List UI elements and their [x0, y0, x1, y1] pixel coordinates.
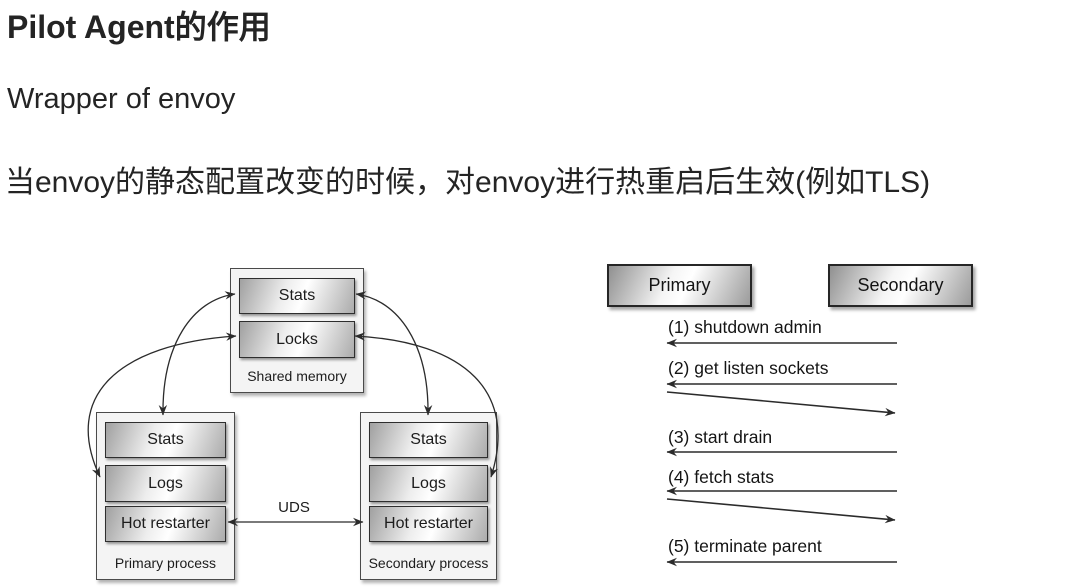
box-label: Hot restarter: [121, 515, 210, 532]
box-label: Logs: [148, 474, 183, 492]
seq-secondary-box: Secondary: [828, 264, 973, 307]
secondary-stats-box: Stats: [369, 422, 488, 458]
secondary-process-box: Stats Logs Hot restarter Secondary proce…: [360, 412, 497, 580]
participant-label: Primary: [648, 275, 711, 295]
seq-primary-box: Primary: [607, 264, 752, 307]
box-label: Hot restarter: [384, 515, 473, 532]
shared-locks-box: Locks: [239, 321, 355, 358]
seq-message-2: (2) get listen sockets: [668, 358, 829, 378]
seq-message-3: (3) start drain: [668, 427, 773, 447]
primary-process-box: Stats Logs Hot restarter Primary process: [96, 412, 235, 580]
subtitle: Wrapper of envoy: [7, 83, 236, 115]
primary-hot-restarter-box: Hot restarter: [105, 506, 226, 542]
shared-stats-box: Stats: [239, 278, 355, 314]
page-title: Pilot Agent的作用: [7, 9, 271, 45]
primary-stats-box: Stats: [105, 422, 226, 458]
box-label: Locks: [276, 330, 318, 348]
secondary-hot-restarter-box: Hot restarter: [369, 506, 488, 542]
arrow-seq-sockets-response: [666, 391, 896, 417]
shared-memory-box: Stats Locks Shared memory: [230, 268, 364, 393]
box-label: Logs: [411, 474, 446, 492]
arrow-seq-stats-response: [666, 498, 896, 524]
primary-process-label: Primary process: [114, 555, 217, 571]
seq-message-5: (5) terminate parent: [668, 536, 822, 556]
arrow-shared-stats-primary: [158, 291, 236, 416]
primary-logs-box: Logs: [105, 465, 226, 502]
box-label: Stats: [147, 431, 184, 448]
seq-message-4: (4) fetch stats: [668, 467, 775, 487]
description: 当envoy的静态配置改变的时候，对envoy进行热重启后生效(例如TLS): [5, 166, 931, 199]
secondary-process-label: Secondary process: [368, 555, 489, 571]
uds-label: UDS: [278, 499, 310, 516]
box-label: Stats: [278, 287, 316, 304]
secondary-logs-box: Logs: [369, 465, 488, 502]
box-label: Stats: [410, 431, 447, 448]
participant-label: Secondary: [857, 275, 944, 295]
seq-message-1: (1) shutdown admin: [668, 317, 822, 337]
arrow-shared-stats-secondary: [355, 291, 433, 416]
shared-memory-label: Shared memory: [247, 368, 347, 384]
